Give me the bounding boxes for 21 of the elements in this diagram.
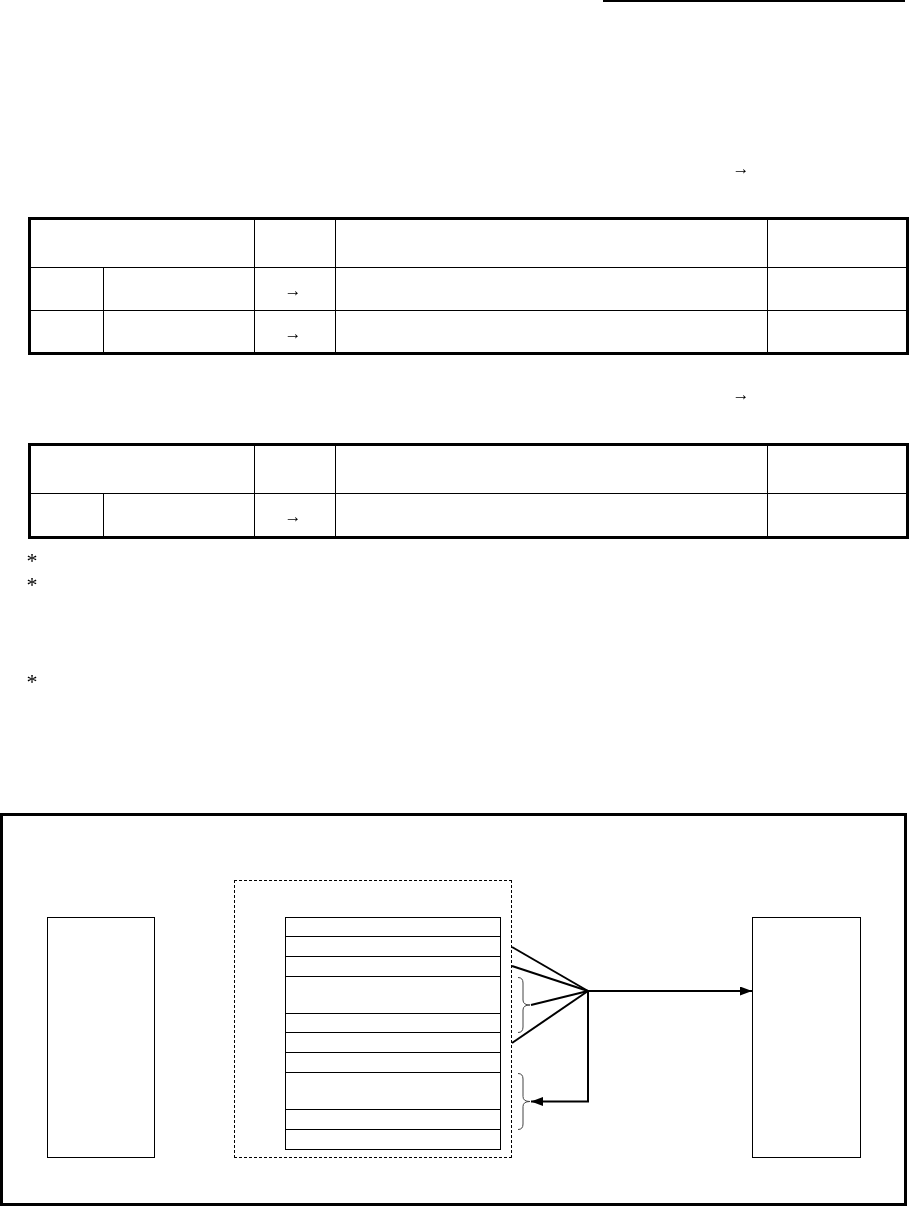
- block-rectangle: [752, 917, 861, 1158]
- arrow-glyph: →: [284, 507, 302, 525]
- arrow-glyph: →: [284, 324, 302, 342]
- arrow: [530, 990, 589, 1106]
- arrow-glyph: →: [284, 281, 302, 299]
- arrow: [587, 986, 753, 996]
- connector-line: [511, 990, 589, 1044]
- curly-brace: [517, 977, 531, 1033]
- footnote-asterisk: *: [26, 671, 38, 693]
- connector-line: [530, 990, 589, 1006]
- diagram-frame: [0, 813, 907, 1206]
- footnote-asterisk: *: [26, 550, 38, 572]
- connector-line: [511, 965, 589, 992]
- dashed-group: [234, 880, 512, 1158]
- block-rectangle: [47, 917, 155, 1158]
- arrow-glyph: →: [732, 385, 750, 403]
- curly-brace: [517, 1073, 531, 1130]
- memory-map: [284, 916, 501, 1150]
- footnote-asterisk: *: [26, 574, 38, 596]
- connector-line: [511, 946, 589, 992]
- arrow-glyph: →: [732, 159, 750, 177]
